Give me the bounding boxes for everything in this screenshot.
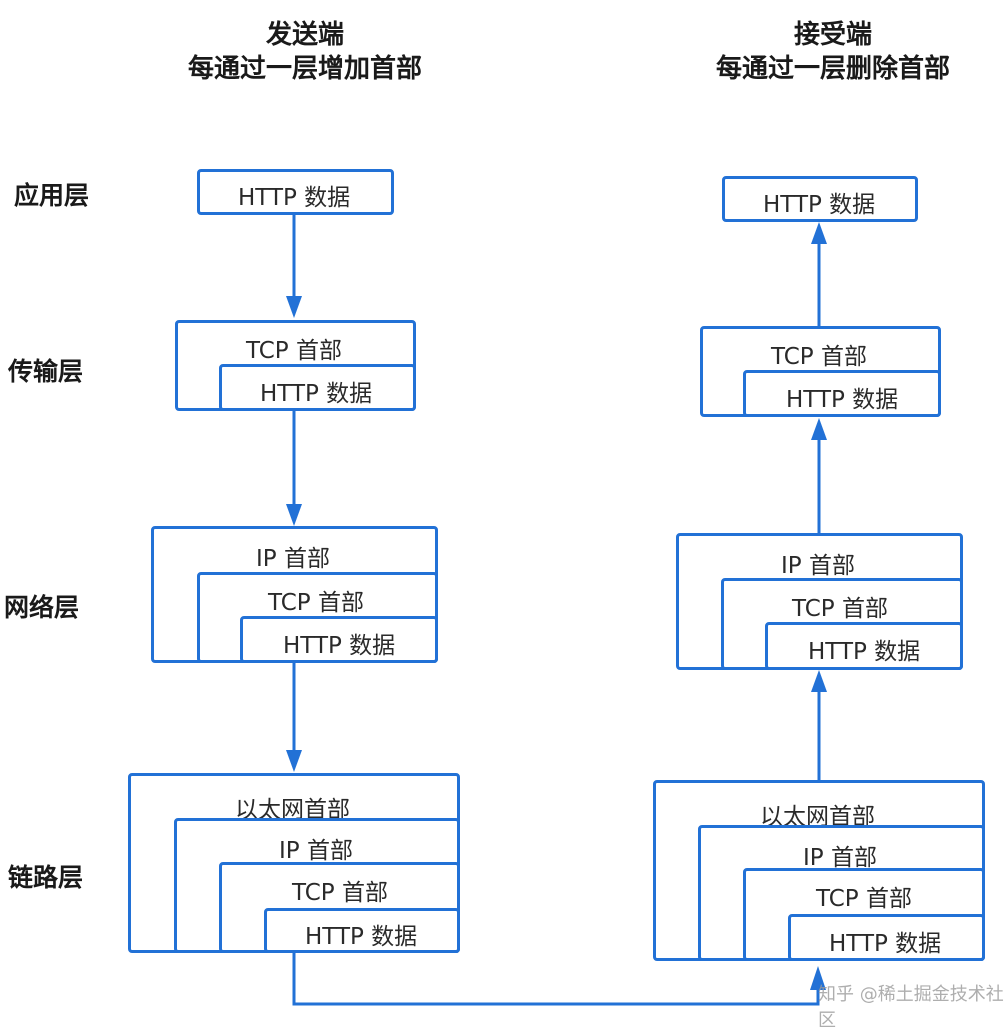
receiver-app-http-box: HTTP 数据 (722, 176, 918, 222)
receiver-title-block: 接受端 每通过一层删除首部 (705, 18, 961, 86)
receiver-transport-http-label: HTTP 数据 (786, 387, 899, 413)
receiver-link-http-box: HTTP 数据 (788, 914, 985, 961)
receiver-network-http-box: HTTP 数据 (765, 622, 963, 670)
receiver-network-http-label: HTTP 数据 (808, 639, 921, 665)
receiver-app-http-label: HTTP 数据 (763, 192, 876, 218)
sender-subtitle: 每通过一层增加首部 (187, 54, 422, 84)
receiver-link-tcp-label: TCP 首部 (816, 886, 912, 912)
receiver-link-ip-label: IP 首部 (803, 845, 877, 871)
sender-network-http-box: HTTP 数据 (240, 616, 438, 663)
receiver-title: 接受端 (793, 20, 872, 50)
receiver-network-tcp-label: TCP 首部 (792, 596, 888, 622)
sender-title-block: 发送端 每通过一层增加首部 (180, 18, 430, 86)
sender-link-http-label: HTTP 数据 (305, 924, 418, 950)
sender-app-http-box: HTTP 数据 (197, 169, 394, 215)
layer-label-network: 网络层 (4, 593, 80, 622)
sender-transport-http-label: HTTP 数据 (260, 381, 373, 407)
watermark: 知乎 @稀土掘金技术社区 (818, 984, 1004, 1031)
layer-label-transport: 传输层 (8, 357, 84, 386)
sender-app-http-label: HTTP 数据 (238, 185, 351, 211)
sender-title: 发送端 (265, 20, 344, 50)
sender-network-ip-label: IP 首部 (256, 546, 330, 572)
layer-label-application: 应用层 (14, 181, 90, 210)
receiver-transport-http-box: HTTP 数据 (743, 370, 941, 417)
layer-label-link: 链路层 (8, 863, 84, 892)
sender-link-ip-label: IP 首部 (279, 838, 353, 864)
receiver-link-http-label: HTTP 数据 (829, 931, 942, 957)
sender-link-http-box: HTTP 数据 (264, 908, 460, 953)
receiver-network-ip-label: IP 首部 (781, 553, 855, 579)
sender-link-tcp-label: TCP 首部 (292, 880, 388, 906)
sender-network-tcp-label: TCP 首部 (268, 590, 364, 616)
receiver-subtitle: 每通过一层删除首部 (715, 54, 950, 84)
sender-transport-tcp-label: TCP 首部 (246, 338, 342, 364)
sender-network-http-label: HTTP 数据 (283, 633, 396, 659)
sender-transport-http-box: HTTP 数据 (219, 364, 416, 411)
receiver-transport-tcp-label: TCP 首部 (771, 344, 867, 370)
